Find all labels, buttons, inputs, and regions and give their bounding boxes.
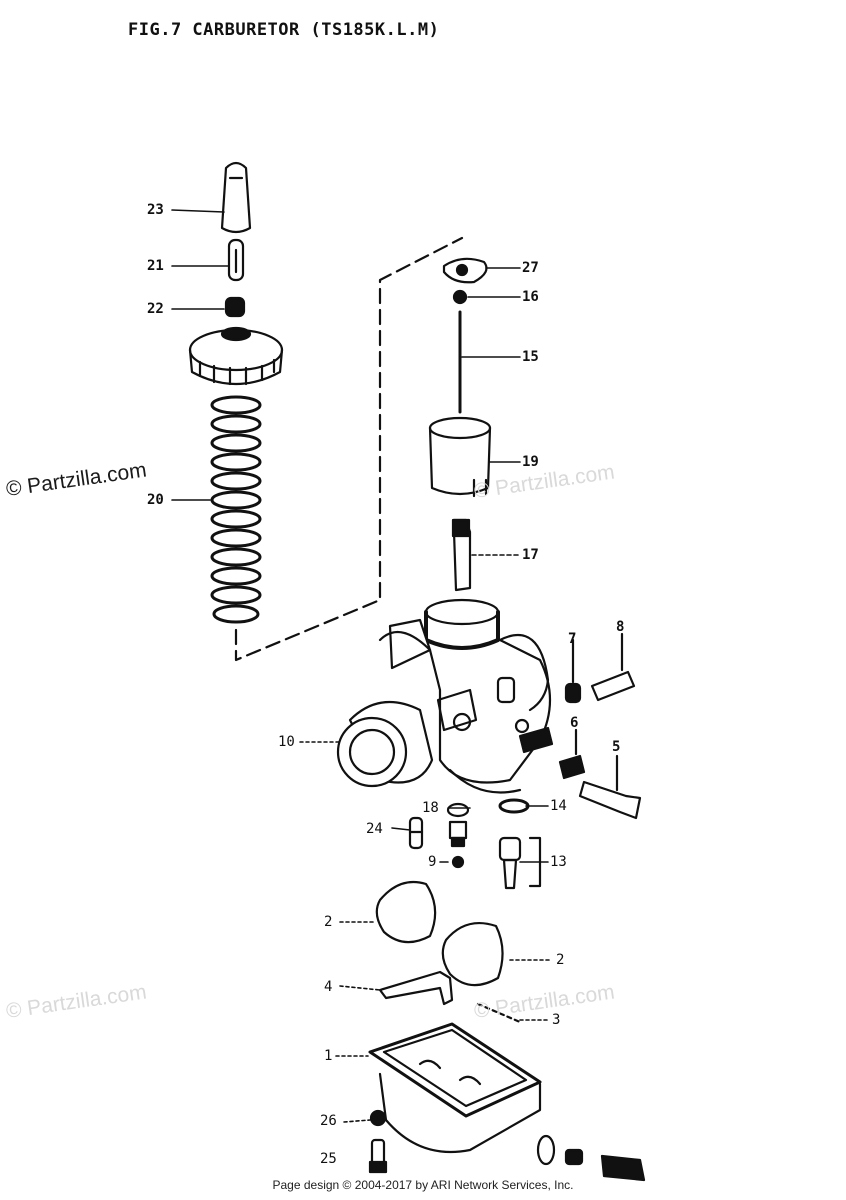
callout-25: 25: [320, 1151, 337, 1167]
callout-6: 6: [570, 715, 579, 731]
callout-24: 24: [366, 821, 383, 837]
callout-18: 18: [422, 800, 439, 816]
callout-2-right: 2: [556, 952, 565, 968]
part-25-screw: [368, 1138, 388, 1174]
part-13-main-jet: [498, 836, 542, 890]
part-18-jet: [446, 802, 470, 848]
part-23-cap: [220, 161, 252, 234]
part-1-float-bowl: [368, 1022, 542, 1154]
callout-27: 27: [522, 260, 539, 276]
callout-10: 10: [278, 734, 295, 750]
part-6-spring: [558, 728, 586, 780]
callout-3: 3: [552, 1012, 561, 1028]
callout-22: 22: [147, 301, 164, 317]
part-2-float-left: [375, 880, 437, 944]
diagram-title: FIG.7 CARBURETOR (TS185K.L.M): [128, 20, 440, 40]
part-27-plate: [442, 257, 488, 284]
callout-13: 13: [550, 854, 567, 870]
part-22-nut: [224, 296, 246, 318]
callout-15: 15: [522, 349, 539, 365]
callout-19: 19: [522, 454, 539, 470]
callout-1: 1: [324, 1048, 333, 1064]
callout-4: 4: [324, 979, 333, 995]
drain-parts: [536, 1134, 646, 1182]
callout-21: 21: [147, 258, 164, 274]
part-21-adjuster: [227, 238, 245, 282]
part-14-washer: [498, 798, 530, 814]
callout-5: 5: [612, 739, 621, 755]
callout-9: 9: [428, 854, 437, 870]
part-20-spring: [210, 395, 262, 624]
part-2-float-right: [441, 922, 504, 987]
carburetor-body: [336, 598, 554, 794]
callout-8: 8: [616, 619, 625, 635]
callout-2-left: 2: [324, 914, 333, 930]
callout-16: 16: [522, 289, 539, 305]
part-8-screw: [590, 632, 636, 702]
part-mixing-chamber-cap: [188, 326, 284, 386]
part-3-pin: [476, 1002, 522, 1024]
part-9-jet: [451, 855, 465, 869]
callout-17: 17: [522, 547, 539, 563]
callout-23: 23: [147, 202, 164, 218]
footer-copyright: Page design © 2004-2017 by ARI Network S…: [272, 1178, 574, 1192]
part-17-needle-jet: [451, 518, 472, 592]
part-24-pilot-jet: [408, 816, 424, 850]
assembly-guide-line: [234, 236, 464, 662]
part-5-screw: [578, 754, 642, 820]
part-7-spring: [564, 638, 582, 704]
callout-7: 7: [568, 631, 577, 647]
part-26-plug: [369, 1109, 387, 1127]
part-19-throttle-valve: [428, 416, 492, 498]
part-16-clip: [452, 289, 468, 305]
callout-14: 14: [550, 798, 567, 814]
callout-leaders: [171, 209, 551, 1123]
part-4-float-arm: [378, 970, 454, 1006]
callout-20: 20: [147, 492, 164, 508]
callout-26: 26: [320, 1113, 337, 1129]
